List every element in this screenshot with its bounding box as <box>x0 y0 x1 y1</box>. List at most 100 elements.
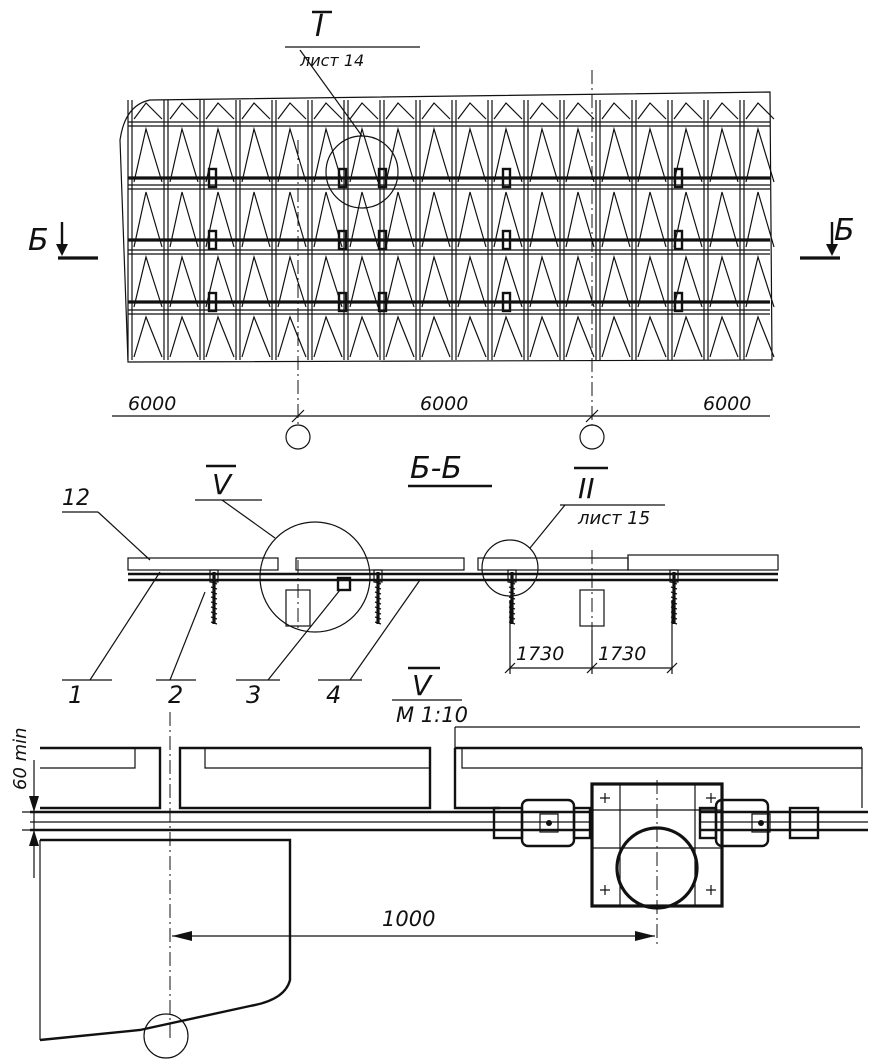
plan-hanger <box>337 229 348 251</box>
grid-truss-diagonal <box>601 254 631 308</box>
rod-thread <box>210 621 218 625</box>
grid-truss-diagonal <box>313 102 343 120</box>
rod-clamp <box>669 569 679 583</box>
grid-truss-diagonal <box>601 315 631 358</box>
plan-dim-center: 6000 <box>420 393 468 415</box>
grid-truss-diagonal <box>277 126 307 183</box>
plan-hanger <box>207 229 218 251</box>
grid-truss-diagonal <box>565 102 595 120</box>
grid-truss-diagonal <box>457 191 487 248</box>
grid-truss-diagonal <box>385 315 415 358</box>
grid-truss-diagonal <box>493 315 523 358</box>
grid-truss-diagonal <box>349 191 379 248</box>
rod-thread <box>508 596 516 600</box>
rod-thread <box>670 591 678 595</box>
grid-truss-diagonal <box>385 102 415 120</box>
detail-scale: М 1:10 <box>396 703 468 727</box>
item-2: 2 <box>168 681 183 709</box>
plan-dim-left: 6000 <box>128 393 176 415</box>
grid-truss-diagonal <box>745 191 775 248</box>
grid-truss-diagonal <box>277 315 307 358</box>
rod-thread <box>508 591 516 595</box>
grid-truss-diagonal <box>313 254 343 308</box>
plan-hanger <box>673 167 684 189</box>
grid-truss-diagonal <box>493 254 523 308</box>
grid-truss-diagonal <box>745 254 775 308</box>
grid-truss-diagonal <box>709 102 739 120</box>
plan-hanger <box>501 291 512 313</box>
section-dim-left: 1730 <box>516 643 564 665</box>
grid-truss-diagonal <box>205 254 235 308</box>
grid-truss-diagonal <box>313 315 343 358</box>
rod-thread <box>374 616 382 620</box>
grid-truss-diagonal <box>421 126 451 183</box>
grid-truss-diagonal <box>745 102 775 120</box>
rod-thread <box>374 591 382 595</box>
plan-view: I лист 14 Б Б 6000 6000 6000 <box>28 9 855 450</box>
section-title: Б-Б <box>410 451 462 486</box>
section-mark-right: Б <box>800 213 855 260</box>
grid-truss-diagonal <box>205 191 235 248</box>
grid-truss-diagonal <box>133 191 163 248</box>
rod-clamp <box>507 569 517 583</box>
plan-hanger <box>377 167 388 189</box>
grid-truss-diagonal <box>385 126 415 183</box>
grid-truss-diagonal <box>673 126 703 183</box>
grid-truss-diagonal <box>673 191 703 248</box>
grid-truss-diagonal <box>241 126 271 183</box>
grid-truss-diagonal <box>277 191 307 248</box>
plan-dimension-line <box>112 409 770 423</box>
plan-dim-right: 6000 <box>703 393 751 415</box>
grid-truss-diagonal <box>169 254 199 308</box>
rod-clamp <box>209 569 219 583</box>
detail-plates <box>40 746 863 810</box>
grid-truss-diagonal <box>349 254 379 308</box>
section-item-leaders <box>62 511 421 681</box>
grid-truss-diagonal <box>745 126 775 183</box>
rod-clamp <box>373 569 383 583</box>
grid-truss-diagonal <box>529 126 559 183</box>
grid-truss-diagonal <box>241 315 271 358</box>
grid-truss-diagonal <box>565 315 595 358</box>
grid-truss-diagonal <box>421 315 451 358</box>
grid-truss-diagonal <box>493 126 523 183</box>
grid-truss-diagonal <box>205 102 235 120</box>
grid-truss-diagonal <box>457 254 487 308</box>
grid-truss-diagonal <box>169 126 199 183</box>
callout-i-circle <box>325 135 399 209</box>
grid-truss-diagonal <box>277 254 307 308</box>
grid-truss-diagonal <box>709 126 739 183</box>
grid-truss-diagonal <box>493 102 523 120</box>
rod-thread <box>670 596 678 600</box>
plan-structure-grid <box>127 100 775 360</box>
grid-truss-diagonal <box>709 315 739 358</box>
grid-truss-diagonal <box>313 126 343 183</box>
axis-marker-left <box>285 424 311 450</box>
rod-thread <box>374 596 382 600</box>
plan-hanger <box>501 229 512 251</box>
grid-truss-diagonal <box>169 191 199 248</box>
item-12: 12 <box>62 486 90 511</box>
plan-hanger <box>377 291 388 313</box>
detail-main-beam <box>30 810 868 832</box>
grid-truss-diagonal <box>457 126 487 183</box>
section-dim-right: 1730 <box>598 643 646 665</box>
rod-thread <box>670 586 678 590</box>
plan-hanger <box>501 167 512 189</box>
grid-truss-diagonal <box>601 191 631 248</box>
section-mark-left-letter: Б <box>28 223 49 258</box>
detail-coupling-right <box>698 798 820 848</box>
grid-truss-diagonal <box>529 315 559 358</box>
grid-truss-diagonal <box>493 191 523 248</box>
detail-coupling-left <box>492 798 592 848</box>
rod-thread <box>210 616 218 620</box>
plan-hanger <box>673 291 684 313</box>
grid-truss-diagonal <box>637 254 667 308</box>
callout-i-sheet: лист 14 <box>299 51 364 70</box>
grid-truss-diagonal <box>241 102 271 120</box>
rod-thread <box>210 606 218 610</box>
callout-v-leader <box>221 499 276 539</box>
grid-truss-diagonal <box>529 191 559 248</box>
plan-hanger <box>377 229 388 251</box>
